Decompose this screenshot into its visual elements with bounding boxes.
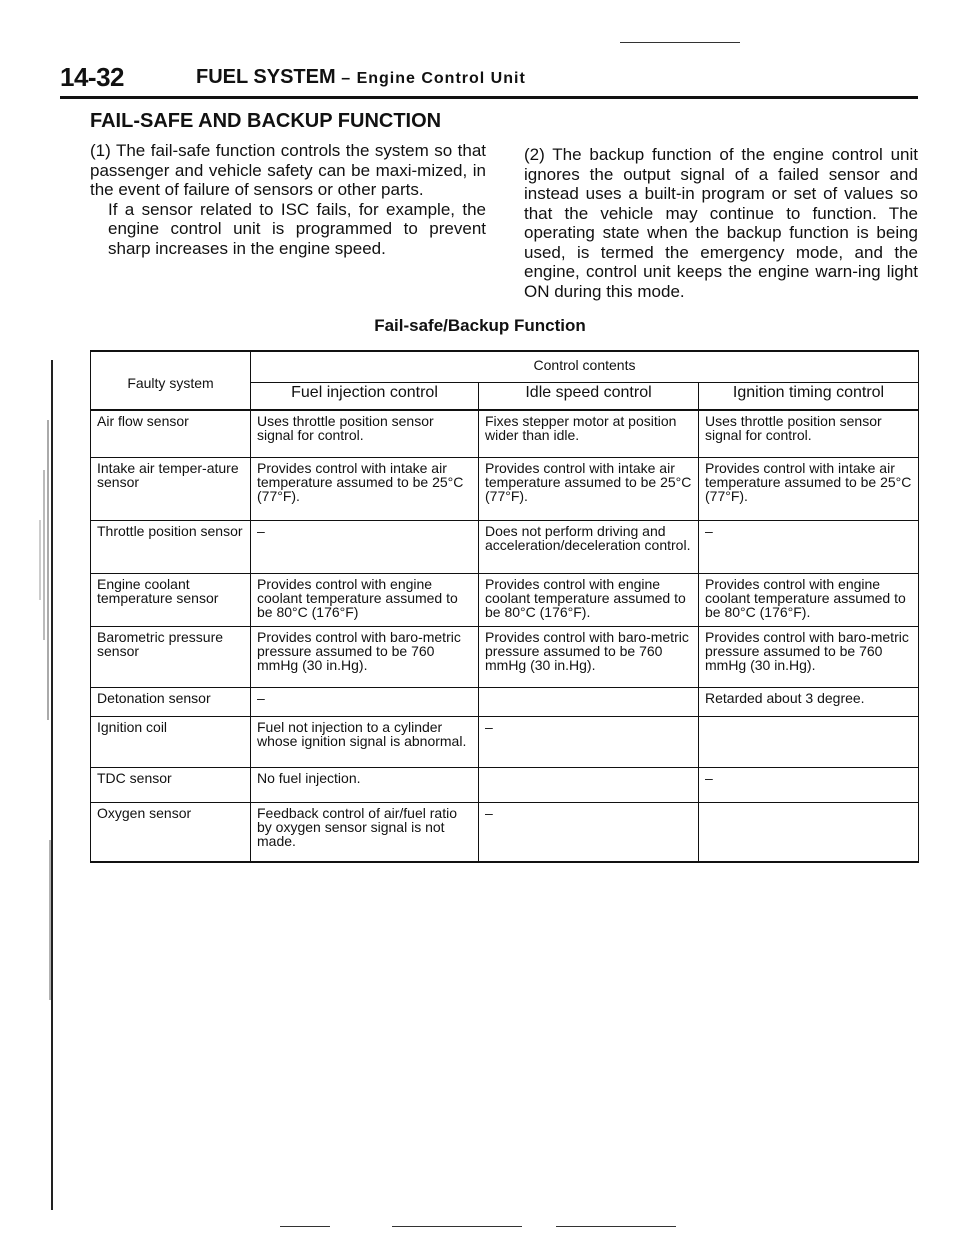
fail-safe-table: Faulty system Control contents Fuel inje… <box>90 350 920 863</box>
ignition-timing-cell: – <box>697 767 920 803</box>
page-header: 14-32 FUEL SYSTEM – Engine Control Unit <box>60 62 918 102</box>
faulty-system-cell: Intake air temper-ature sensor <box>90 457 251 521</box>
scan-margin-artifacts <box>39 360 53 1210</box>
table-row: Intake air temper-ature sensor Provides … <box>90 457 920 521</box>
ignition-timing-cell: Provides control with intake air tempera… <box>697 457 920 521</box>
header-fuel-injection: Fuel injection control <box>250 382 479 411</box>
footer-rule <box>392 1226 522 1227</box>
faulty-system-cell: TDC sensor <box>90 767 251 803</box>
fail-safe-example: If a sensor related to ISC fails, for ex… <box>108 199 486 258</box>
fuel-injection-cell: Fuel not injection to a cylinder whose i… <box>250 716 479 768</box>
idle-speed-cell: – <box>478 802 699 863</box>
idle-speed-cell: Does not perform driving and acceleratio… <box>478 520 699 574</box>
table-subheader-row: Fuel injection control Idle speed contro… <box>91 382 920 411</box>
fail-safe-paragraph: (1) The fail-safe function controls the … <box>90 141 486 258</box>
faulty-system-cell: Oxygen sensor <box>90 802 251 863</box>
table-row: Barometric pressure sensor Provides cont… <box>90 626 920 688</box>
idle-speed-cell: Fixes stepper motor at position wider th… <box>478 409 699 458</box>
table-row: Ignition coil Fuel not injection to a cy… <box>90 716 920 768</box>
idle-speed-cell: Provides control with engine coolant tem… <box>478 573 699 627</box>
idle-speed-cell: – <box>478 716 699 768</box>
fail-safe-number: (1) <box>90 141 111 160</box>
backup-paragraph: (2) The backup function of the engine co… <box>524 145 918 301</box>
fuel-injection-cell: – <box>250 687 479 717</box>
running-title-sub: – Engine Control Unit <box>341 70 526 87</box>
footer-rule <box>280 1226 330 1227</box>
fuel-injection-cell: Uses throttle position sensor signal for… <box>250 409 479 458</box>
header-faulty-system: Faulty system <box>90 350 251 411</box>
table-row: Oxygen sensor Feedback control of air/fu… <box>90 802 920 863</box>
faulty-system-cell: Throttle position sensor <box>90 520 251 574</box>
table-title: Fail-safe/Backup Function <box>374 316 586 335</box>
fuel-injection-cell: Provides control with engine coolant tem… <box>250 573 479 627</box>
faulty-system-cell: Air flow sensor <box>90 409 251 458</box>
running-title-main: FUEL SYSTEM <box>196 66 336 88</box>
idle-speed-cell: Provides control with intake air tempera… <box>478 457 699 521</box>
faulty-system-cell: Ignition coil <box>90 716 251 768</box>
header-control-contents: Control contents <box>249 350 920 383</box>
idle-speed-cell <box>478 687 699 717</box>
page-number: 14-32 <box>60 62 125 92</box>
ignition-timing-cell: Provides control with engine coolant tem… <box>697 573 920 627</box>
header-idle-speed: Idle speed control <box>478 382 699 411</box>
table-header-row: Faulty system Control contents <box>90 350 920 411</box>
table-row: Detonation sensor – Retarded about 3 deg… <box>90 687 920 717</box>
table-row: Engine coolant temperature sensor Provid… <box>90 573 920 627</box>
fuel-injection-cell: Provides control with baro-metric pressu… <box>250 626 479 688</box>
backup-number: (2) <box>524 145 545 164</box>
footer-rule <box>556 1226 676 1227</box>
table-row: Throttle position sensor – Does not perf… <box>90 520 920 574</box>
idle-speed-cell: Provides control with baro-metric pressu… <box>478 626 699 688</box>
ignition-timing-cell: Retarded about 3 degree. <box>697 687 920 717</box>
ignition-timing-cell <box>697 716 920 768</box>
faulty-system-cell: Engine coolant temperature sensor <box>90 573 251 627</box>
fuel-injection-cell: Provides control with intake air tempera… <box>250 457 479 521</box>
running-title: FUEL SYSTEM – Engine Control Unit <box>196 66 526 89</box>
faulty-system-cell: Detonation sensor <box>90 687 251 717</box>
section-title: FAIL-SAFE AND BACKUP FUNCTION <box>90 110 442 132</box>
backup-text: The backup function of the engine contro… <box>524 145 918 301</box>
ignition-timing-cell: Provides control with baro-metric pressu… <box>697 626 920 688</box>
idle-speed-cell <box>478 767 699 803</box>
header-rule <box>60 96 918 99</box>
ignition-timing-cell <box>697 802 920 863</box>
faulty-system-cell: Barometric pressure sensor <box>90 626 251 688</box>
ignition-timing-cell: Uses throttle position sensor signal for… <box>697 409 920 458</box>
ignition-timing-cell: – <box>697 520 920 574</box>
scan-top-dash <box>620 42 740 43</box>
fail-safe-text: The fail-safe function controls the syst… <box>90 141 487 199</box>
table-row: Air flow sensor Uses throttle position s… <box>90 409 920 458</box>
fuel-injection-cell: – <box>250 520 479 574</box>
table-row: TDC sensor No fuel injection. – <box>90 767 920 803</box>
fuel-injection-cell: No fuel injection. <box>250 767 479 803</box>
header-ignition-timing: Ignition timing control <box>697 382 920 411</box>
fuel-injection-cell: Feedback control of air/fuel ratio by ox… <box>250 802 479 863</box>
